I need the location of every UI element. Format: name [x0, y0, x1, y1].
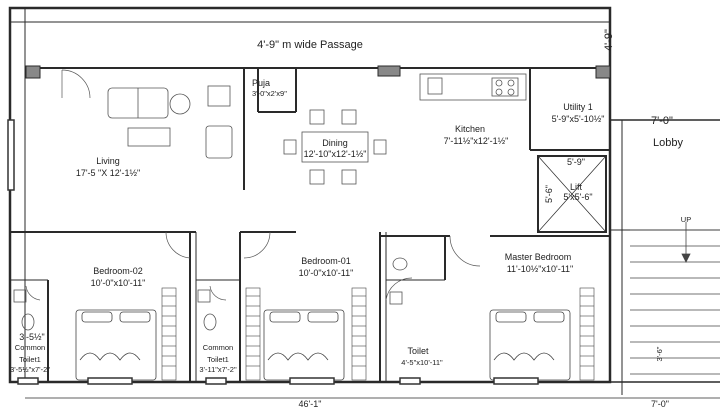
common1-toilet: Toilet1	[19, 355, 41, 364]
lift-dimension: 5'x5'-6"	[563, 192, 592, 202]
lift-height: 5'-6"	[544, 185, 554, 203]
lobby-dimension: 7'-0"	[651, 115, 673, 127]
kitchen-name: Kitchen	[455, 124, 485, 134]
master-toilet-name: Toilet	[407, 346, 429, 356]
common2-name: Common	[203, 343, 233, 352]
wardrobes	[161, 287, 595, 381]
bedroom01-name: Bedroom-01	[301, 256, 351, 266]
living-furniture	[107, 85, 233, 159]
passage-label: 4'-9" m wide Passage	[257, 39, 363, 51]
common2-dimension: 3'-11"x7'-2"	[199, 365, 237, 374]
puja-dimension: 3'-0"x2'x9"	[252, 89, 287, 98]
common1-top-dimension: 3'-5½"	[19, 332, 44, 342]
dining-name: Dining	[322, 138, 348, 148]
kitchen-counter	[419, 73, 527, 101]
living-dimension: 17'-5 "X 12'-1½"	[76, 168, 140, 178]
common1-name: Common	[15, 343, 45, 352]
utility-dimension: 5'-9"x5'-10½"	[552, 114, 605, 124]
windows	[7, 119, 539, 385]
lift-name: Lift	[570, 182, 583, 192]
stair-dimension: 3'-6"	[655, 346, 664, 361]
master-bedroom-dimension: 11'-10½"x10'-11"	[507, 264, 574, 274]
kitchen-dimension: 7'-11½"x12'-1½"	[444, 136, 509, 146]
beds	[75, 309, 571, 381]
bedroom01-dimension: 10'-0"x10'-11"	[299, 268, 354, 278]
stairs	[630, 222, 720, 375]
passage-dimension: 4'-9"	[603, 29, 615, 51]
puja-name: Puja	[252, 78, 270, 88]
toilet-fixtures	[13, 257, 408, 331]
utility-name: Utility 1	[563, 102, 593, 112]
walls	[8, 6, 720, 399]
dining-table	[283, 109, 387, 185]
bottom-dimension: 46'-1"	[299, 399, 322, 407]
bottom-dimension-right: 7'-0"	[651, 399, 669, 407]
dining-dimension: 12'-10"x12'-1½"	[304, 149, 367, 159]
doors	[25, 69, 481, 301]
lobby-name: Lobby	[653, 137, 683, 149]
bedroom02-dimension: 10'-0"x10'-11"	[91, 278, 146, 288]
bedroom02-name: Bedroom-02	[93, 266, 143, 276]
master-toilet-dimension: 4'-5"x10'-11"	[401, 358, 443, 367]
living-name: Living	[96, 156, 120, 166]
common2-toilet: Toilet1	[207, 355, 229, 364]
lift-width: 5'-9"	[567, 157, 585, 167]
master-bedroom-name: Master Bedroom	[505, 252, 572, 262]
common1-dimension: 3'-5½"x7'-2"	[10, 365, 50, 374]
stair-up-label: UP	[681, 215, 691, 224]
